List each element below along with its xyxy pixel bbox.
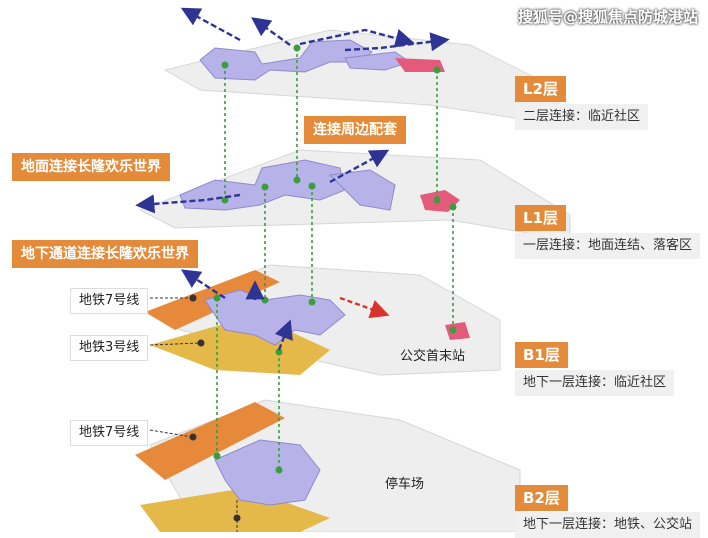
metro3-b2 xyxy=(140,488,330,532)
route-arrow xyxy=(299,28,415,48)
label-metro7-b2: 地铁7号线 xyxy=(70,420,149,446)
floor-l2 xyxy=(163,29,561,126)
route-arrows xyxy=(135,7,450,351)
route-arrow xyxy=(180,7,241,42)
walkway-l2 xyxy=(199,39,373,81)
level-desc-l2: 二层连接：临近社区 xyxy=(515,104,649,130)
level-tag-b1: B1层 xyxy=(515,342,568,368)
label-metro3-b1: 地铁3号线 xyxy=(70,335,149,361)
callout-underground-link: 地下通道连接长隆欢乐世界 xyxy=(12,240,198,268)
label-parking: 停车场 xyxy=(385,477,425,492)
metro7-b2 xyxy=(135,402,285,480)
level-desc-b1: 地下一层连接：临近社区 xyxy=(515,370,675,396)
callout-ground-link: 地面连接长隆欢乐世界 xyxy=(12,153,170,181)
level-desc-b2: 地下一层连接：地铁、公交站 xyxy=(515,512,701,538)
walkway-b2 xyxy=(214,439,321,506)
label-metro7-b1: 地铁7号线 xyxy=(70,288,149,314)
route-arrow xyxy=(251,17,291,46)
route-arrow xyxy=(274,319,293,351)
bus-terminal-area xyxy=(445,322,470,340)
watermark-text: 搜狐号@搜狐焦点防城港站 xyxy=(517,8,698,26)
level-desc-l1: 一层连接：地面连结、落客区 xyxy=(515,233,701,259)
vertical-connectors xyxy=(216,48,454,470)
floor-l1 xyxy=(138,149,571,241)
route-arrow xyxy=(344,32,450,52)
label-bus-terminal: 公交首末站 xyxy=(400,349,466,364)
level-tag-l2: L2层 xyxy=(515,76,566,102)
route-arrow xyxy=(135,193,241,214)
bus-area-l2 xyxy=(395,58,445,72)
floor-b2 xyxy=(135,399,521,533)
label-pointers xyxy=(149,297,238,532)
level-tag-b2: B2层 xyxy=(515,485,568,511)
level-tag-l1: L1层 xyxy=(515,205,566,231)
connector-nodes xyxy=(213,44,457,474)
label-pointer-dots xyxy=(189,294,241,522)
callout-periphery: 连接周边配套 xyxy=(304,116,406,144)
route-arrow xyxy=(329,149,390,184)
route-arrow xyxy=(180,269,226,300)
